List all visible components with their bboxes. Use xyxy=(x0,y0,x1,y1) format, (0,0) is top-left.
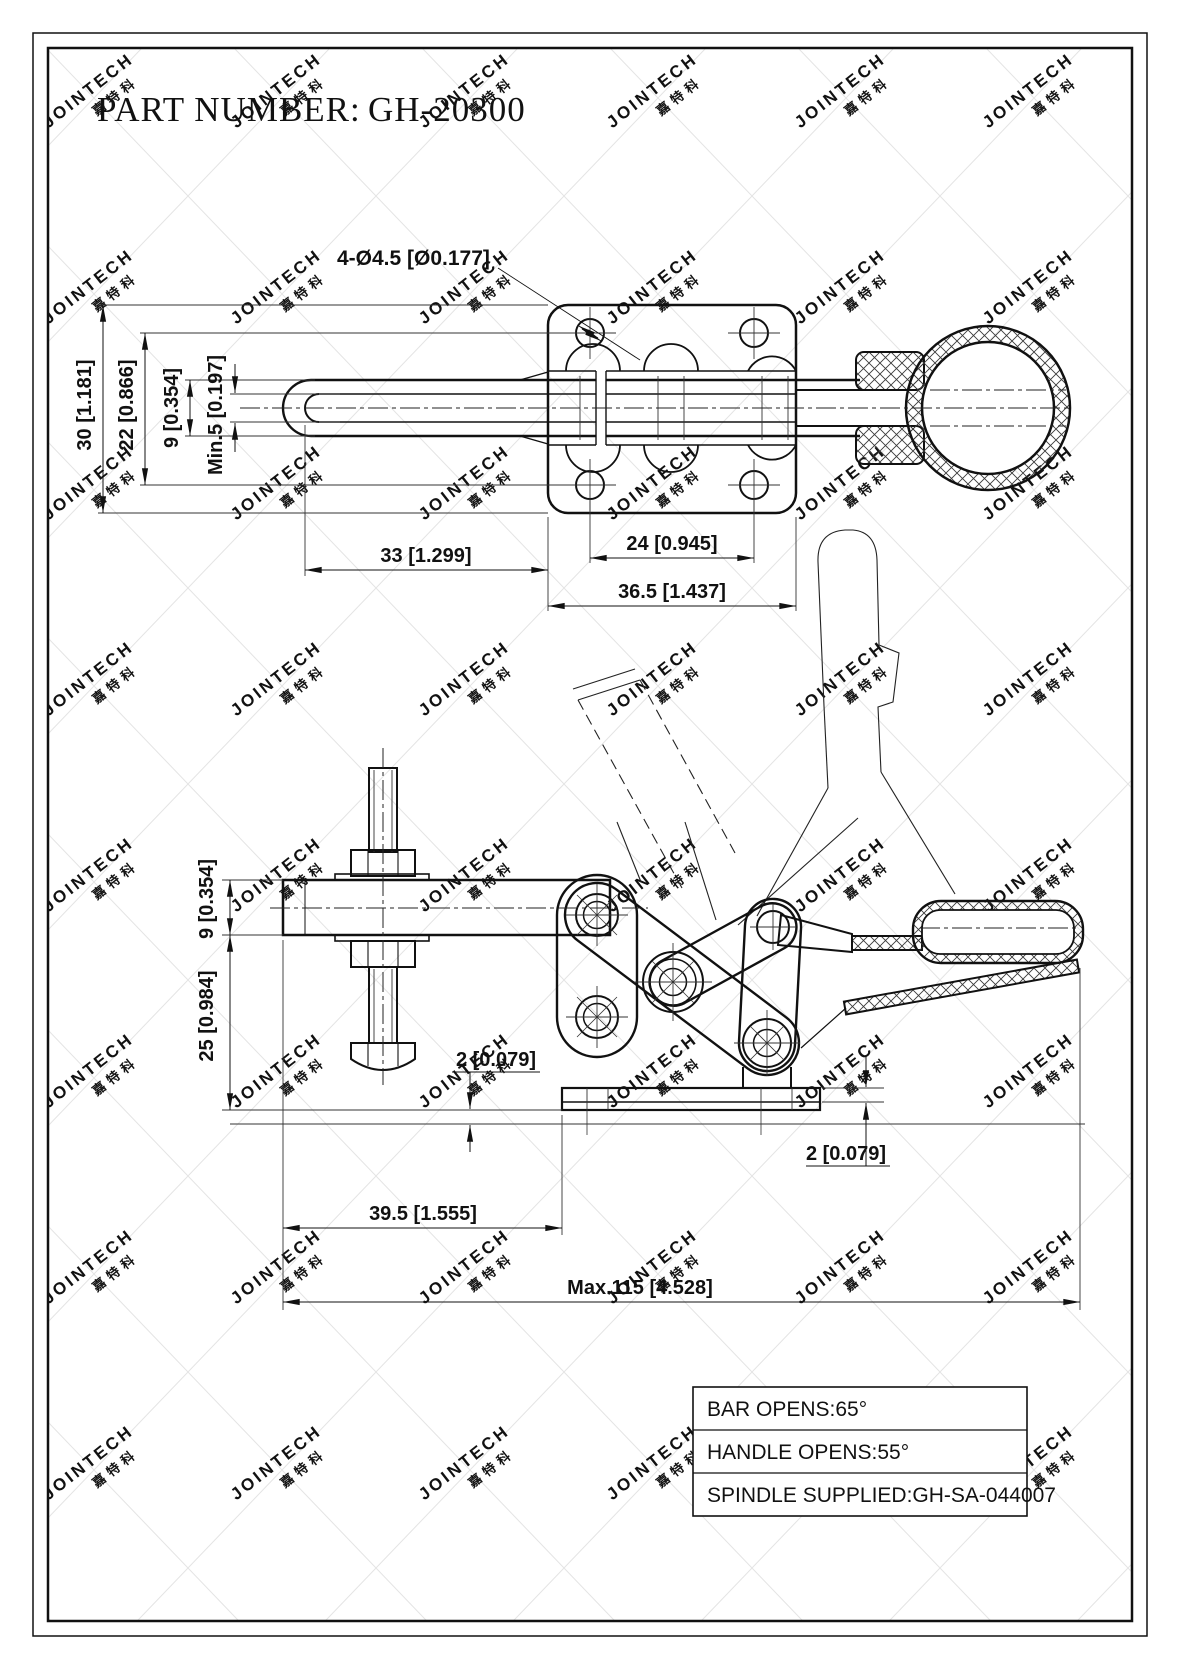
dim-bar-width: 9 [0.354] xyxy=(161,368,183,448)
part-number-label: PART NUMBER: xyxy=(97,90,361,129)
dim-max-length: Max.115 [4.528] xyxy=(567,1277,713,1299)
dimensions-side-view: 9 [0.354] 25 [0.984] 2 [0.079] 2 [0.079]… xyxy=(196,859,1085,1310)
dim-hole-note: 4-Ø4.5 [Ø0.177] xyxy=(337,247,490,270)
spec-table: BAR OPENS:65° HANDLE OPENS:55° SPINDLE S… xyxy=(692,1386,1056,1517)
dim-side-bar-height: 9 [0.354] xyxy=(196,859,218,939)
toggle-linkage xyxy=(555,873,803,1077)
part-number-value: GH-20300 xyxy=(368,90,526,129)
page-title: PART NUMBER: GH-20300 xyxy=(97,90,526,129)
table-row: BAR OPENS:65° xyxy=(707,1398,867,1421)
inner-border xyxy=(46,46,1134,1623)
spec-handle-opens: HANDLE OPENS:55° xyxy=(707,1441,909,1464)
spec-bar-opens: BAR OPENS:65° xyxy=(707,1398,867,1421)
watermark-field xyxy=(48,48,1132,1621)
spec-spindle-supplied: SPINDLE SUPPLIED:GH-SA-044007 xyxy=(707,1484,1056,1507)
dim-base-width: 39.5 [1.555] xyxy=(369,1203,477,1225)
dim-plate-width: 36.5 [1.437] xyxy=(618,581,726,603)
table-row: SPINDLE SUPPLIED:GH-SA-044007 xyxy=(707,1484,1056,1507)
dim-height-total: 30 [1.181] xyxy=(74,359,96,450)
dim-gap-left: 2 [0.079] xyxy=(456,1049,536,1071)
dim-side-base-height: 25 [0.984] xyxy=(196,970,218,1061)
dim-slot-min: Min.5 [0.197] xyxy=(205,355,227,475)
side-view xyxy=(281,767,1085,1135)
dim-hole-col-spacing: 24 [0.945] xyxy=(626,533,717,555)
dim-gap-right: 2 [0.079] xyxy=(806,1143,886,1165)
hole-center-marks xyxy=(564,307,800,1076)
outer-border xyxy=(32,32,1148,1637)
dim-bar-reach: 33 [1.299] xyxy=(380,545,471,567)
base-plate-top-view xyxy=(546,303,798,515)
centerlines xyxy=(240,389,1076,1085)
base-plate-side xyxy=(560,1067,822,1135)
table-row: HANDLE OPENS:55° xyxy=(707,1441,909,1464)
ghost-open-position xyxy=(572,529,956,926)
dimensions-top-view: 4-Ø4.5 [Ø0.177] 30 [1.181] 22 [0.866] 9 … xyxy=(74,247,797,611)
dim-hole-row-spacing: 22 [0.866] xyxy=(116,359,138,450)
